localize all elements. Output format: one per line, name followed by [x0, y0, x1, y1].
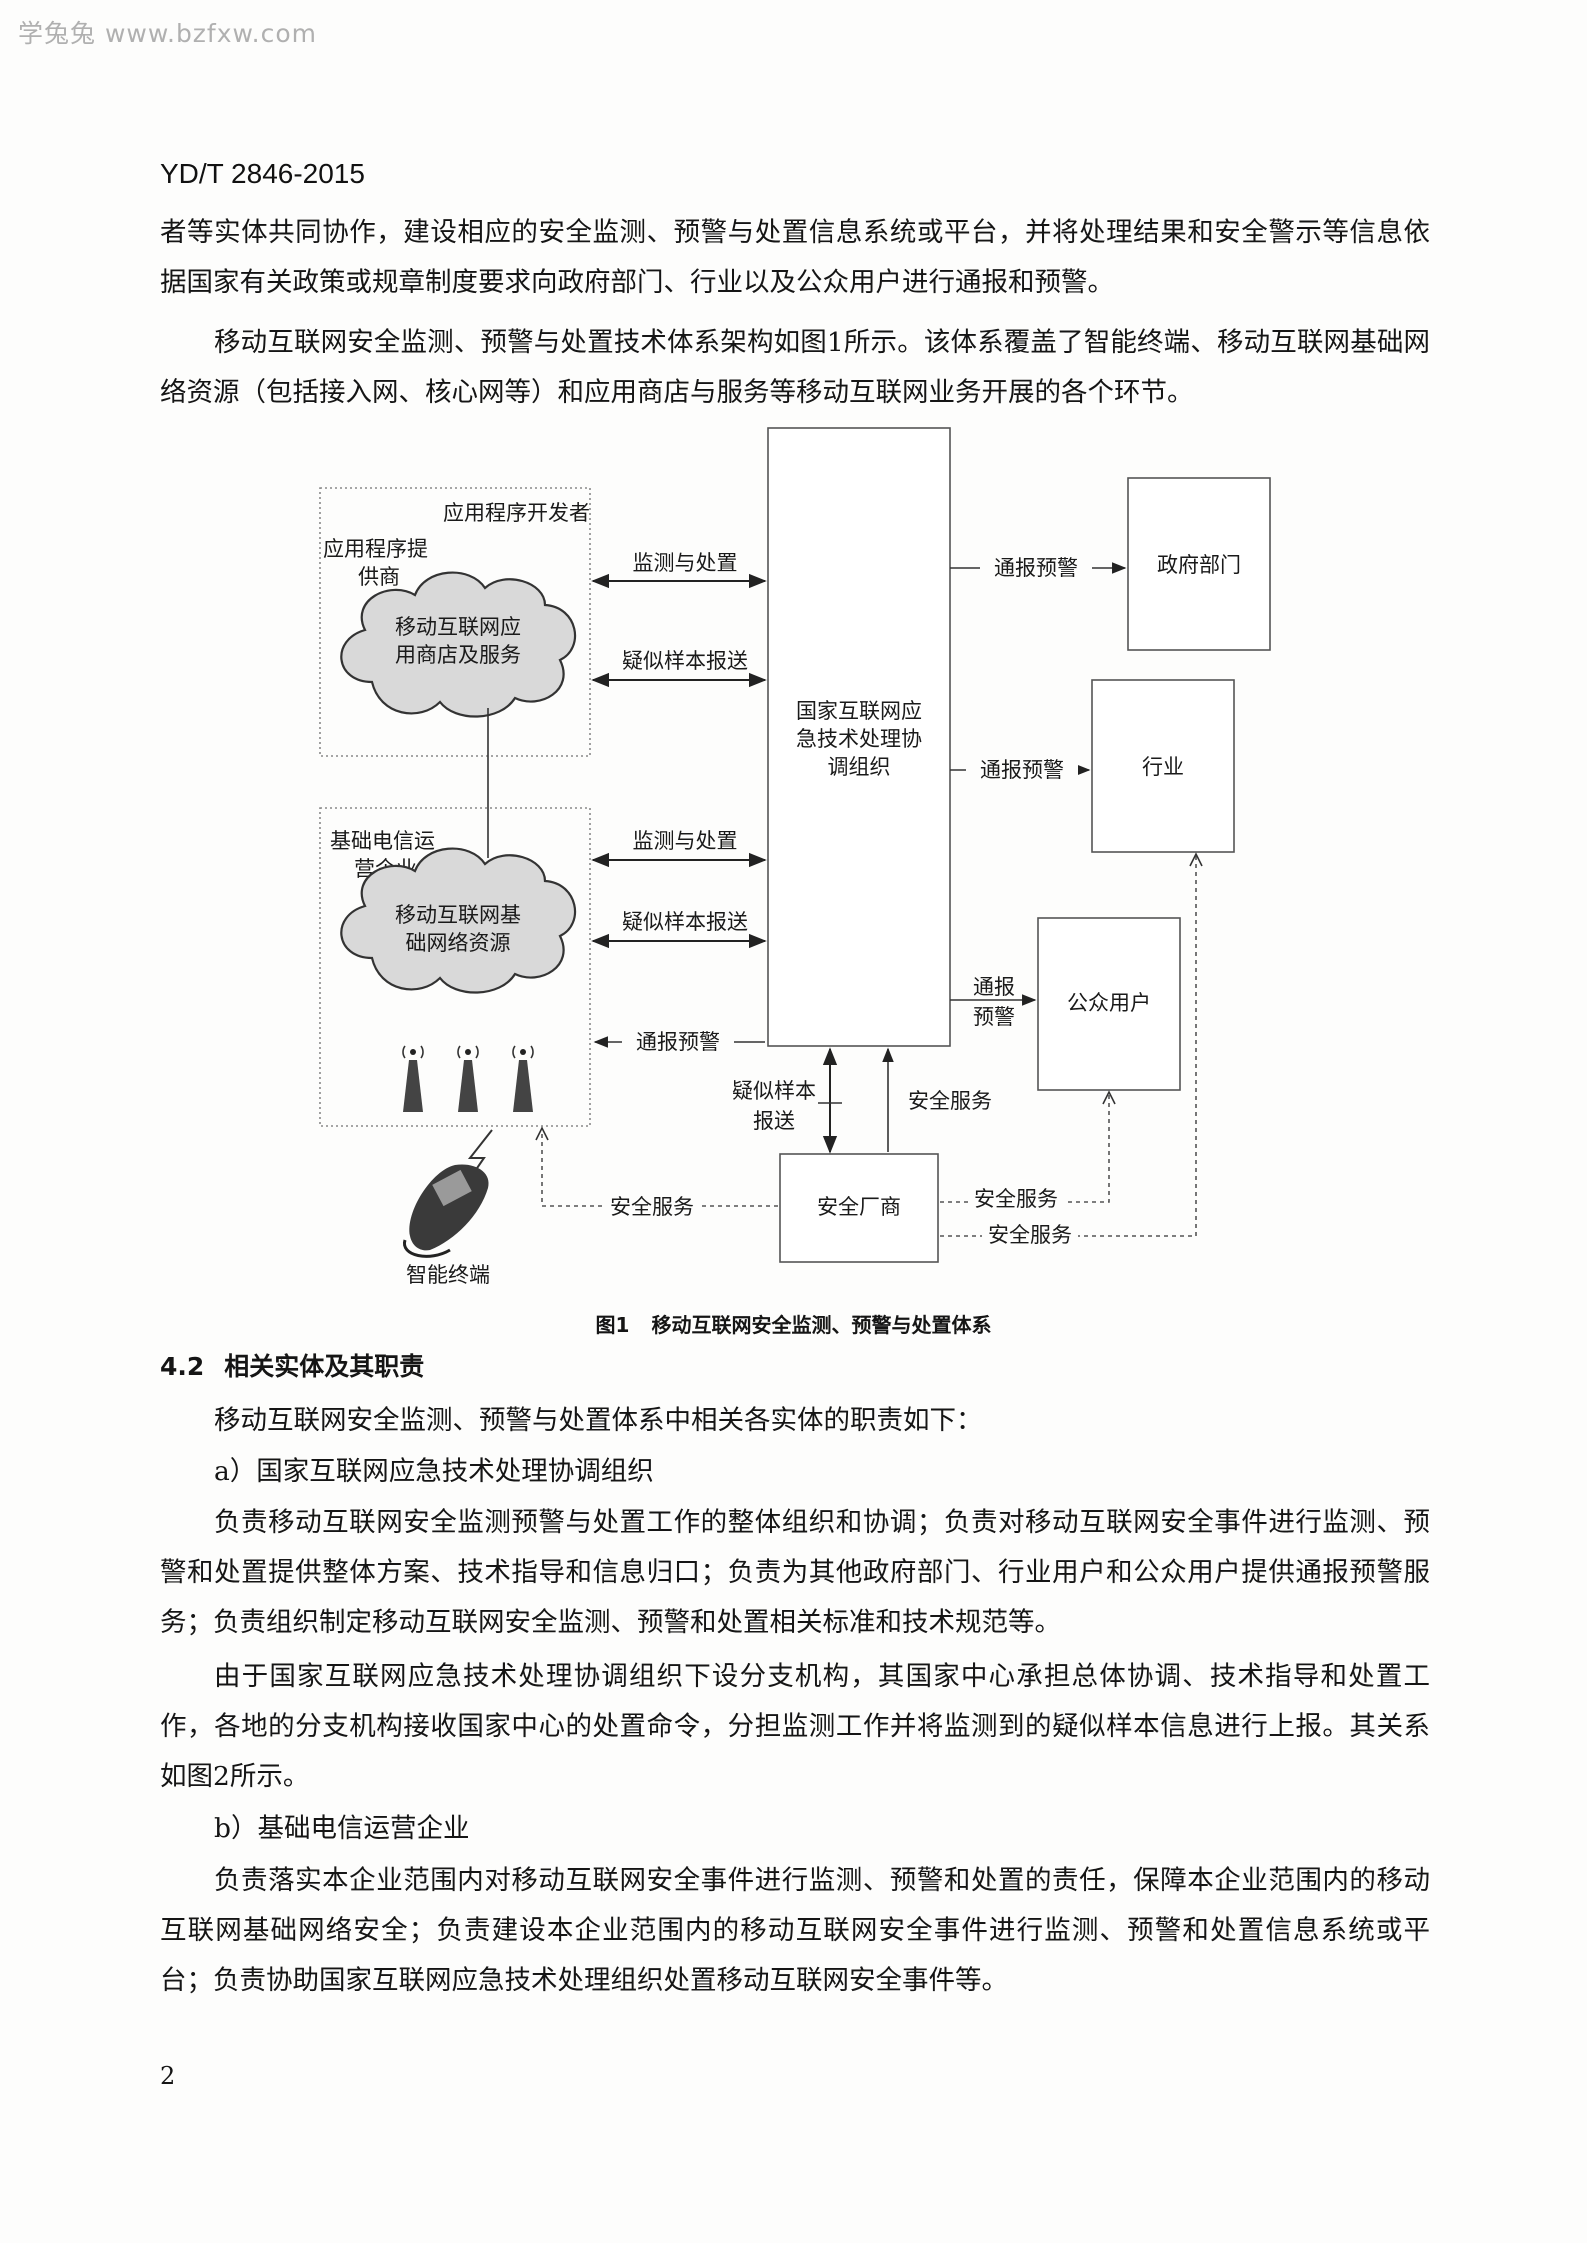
terminal-label: 智能终端 — [406, 1263, 490, 1287]
notify-public-label-line1: 通报 — [973, 975, 1015, 999]
service-industry-label-bg — [982, 1222, 1078, 1248]
network-cloud-line1: 移动互联网基 — [395, 903, 521, 927]
service-public-label-bg — [968, 1186, 1064, 1212]
center-label-line2: 急技术处理协 — [796, 727, 922, 751]
figure-number: 图1 — [595, 1313, 630, 1337]
vendor-label: 安全厂商 — [817, 1195, 901, 1219]
industry-box — [1091, 679, 1235, 853]
operator-region — [319, 807, 591, 1127]
service-industry-label: 安全服务 — [988, 1223, 1072, 1247]
center-label-line3: 调组织 — [828, 755, 891, 779]
section-number: 4.2 — [160, 1352, 205, 1381]
architecture-diagram: 国家互联网应 急技术处理协 调组织 政府部门 行业 公众用户 安全厂商 应用程序… — [319, 427, 1271, 1287]
figure-caption: 图1 移动互联网安全监测、预警与处置体系 — [0, 1309, 1587, 1338]
suspect-operator-label: 疑似样本报送 — [622, 910, 748, 934]
smart-terminal-icon — [403, 1164, 489, 1258]
app-provider-region — [319, 487, 591, 757]
item-a-label: a）国家互联网应急技术处理协调组织 — [214, 1456, 654, 1487]
notify-gov-label-bg — [980, 554, 1092, 580]
notify-gov-label: 通报预警 — [994, 556, 1078, 580]
base-station-icon — [402, 1045, 534, 1112]
service-to-operator-line — [541, 1130, 778, 1207]
network-cloud-line2: 础网络资源 — [406, 931, 511, 955]
public-label: 公众用户 — [1067, 991, 1151, 1015]
app-store-cloud — [340, 571, 576, 718]
app-developer-label: 应用程序开发者 — [443, 501, 590, 525]
suspect-vendor-label-line1: 疑似样本 — [732, 1079, 816, 1103]
section-lead: 移动互联网安全监测、预警与处置体系中相关各实体的职责如下： — [214, 1405, 983, 1436]
figure-title: 移动互联网安全监测、预警与处置体系 — [651, 1313, 992, 1337]
page-number: 2 — [160, 2062, 176, 2090]
service-public-label: 安全服务 — [974, 1187, 1058, 1211]
industry-label: 行业 — [1142, 755, 1184, 779]
monitor-operator-label: 监测与处置 — [633, 829, 738, 853]
monitor-app-label: 监测与处置 — [633, 551, 738, 575]
item-b-paragraph: 负责落实本企业范围内对移动互联网安全事件进行监测、预警和处置的责任，保障本企业范… — [160, 1865, 1430, 1996]
watermark: 学兔兔 www.bzfxw.com — [18, 19, 318, 48]
network-cloud — [340, 847, 576, 994]
app-provider-label-line1: 应用程序提 — [323, 537, 428, 561]
section-heading: 4.2 相关实体及其职责 — [160, 1347, 424, 1383]
notify-industry-label: 通报预警 — [980, 758, 1064, 782]
item-b-label: b）基础电信运营企业 — [214, 1813, 470, 1844]
intro-paragraph-2: 移动互联网安全监测、预警与处置技术体系架构如图1所示。该体系覆盖了智能终端、移动… — [160, 327, 1430, 408]
gov-label: 政府部门 — [1157, 553, 1241, 577]
service-operator-label-bg — [604, 1193, 700, 1219]
service-operator-label: 安全服务 — [610, 1195, 694, 1219]
vendor-box — [779, 1153, 939, 1263]
service-to-industry-arrowhead — [1189, 852, 1203, 867]
center-box — [767, 427, 951, 1047]
notify-public-label-line2: 预警 — [973, 1005, 1015, 1029]
section-title: 相关实体及其职责 — [224, 1352, 425, 1381]
operator-label-line1: 基础电信运 — [330, 829, 435, 853]
suspect-app-label: 疑似样本报送 — [622, 649, 748, 673]
app-store-cloud-line2: 用商店及服务 — [395, 643, 521, 667]
notify-operator-label: 通报预警 — [636, 1030, 720, 1054]
suspect-vendor-label-line2: 报送 — [753, 1109, 795, 1133]
service-center-label: 安全服务 — [908, 1089, 992, 1113]
gov-box — [1127, 477, 1271, 651]
app-provider-label-line2: 供商 — [358, 565, 400, 589]
service-to-operator-arrowhead — [535, 1126, 549, 1141]
notify-operator-label-bg — [622, 1028, 734, 1054]
app-store-cloud-line1: 移动互联网应 — [395, 615, 521, 639]
center-label-line1: 国家互联网应 — [796, 699, 922, 723]
service-to-public-arrowhead — [1102, 1090, 1116, 1105]
notify-industry-label-bg — [966, 756, 1078, 782]
item-a-paragraph-2: 由于国家互联网应急技术处理协调组织下设分支机构，其国家中心承担总体协调、技术指导… — [160, 1661, 1430, 1792]
intro-paragraph-1: 者等实体共同协作，建设相应的安全监测、预警与处置信息系统或平台，并将处理结果和安… — [160, 217, 1430, 298]
service-to-industry-line — [940, 856, 1197, 1237]
public-box — [1037, 917, 1181, 1091]
document-code: YD/T 2846-2015 — [160, 158, 365, 189]
item-a-paragraph-1: 负责移动互联网安全监测预警与处置工作的整体组织和协调；负责对移动互联网安全事件进… — [160, 1507, 1430, 1638]
